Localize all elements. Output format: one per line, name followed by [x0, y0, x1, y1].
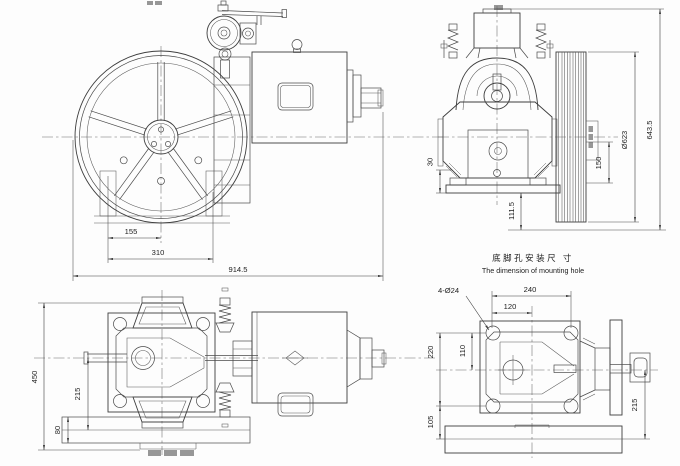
motor-flange [609, 319, 623, 416]
dim-111-5: 111.5 [507, 202, 516, 220]
gearbox-plate-plan [83, 312, 216, 413]
spring-bolt-left [440, 23, 459, 59]
side-view-dimensions: 30 111.5 150 Ø623 643.5 [426, 8, 666, 231]
mounting-hole-view: 底脚孔安装尺 寸 The dimension of mounting hole [426, 253, 658, 458]
shaft-plan [131, 346, 155, 370]
dim-914-5: 914.5 [228, 265, 247, 274]
dim-310: 310 [152, 248, 165, 257]
terminal-box-plan [277, 392, 314, 417]
wheel-spokes [88, 62, 234, 200]
brake-bolts-plan [205, 287, 258, 428]
plan-view: 450 215 80 [30, 287, 438, 456]
traction-sheave-wheel [74, 50, 248, 224]
lever-knob [281, 9, 287, 18]
dim-643-5: 643.5 [645, 120, 654, 139]
bearing-housing [455, 57, 539, 111]
dim-80: 80 [53, 426, 62, 434]
mounting-view-dimensions: 4-Ø24 240 120 110 220 105 215 [426, 285, 650, 440]
motor-nameplate [277, 82, 314, 111]
illegible-stamp [588, 134, 593, 140]
dim-220: 220 [426, 346, 435, 359]
motor-body [251, 39, 348, 144]
dim-4-holes: 4-Ø24 [438, 286, 459, 295]
dim-sheave-diameter: Ø623 [620, 131, 629, 150]
dim-120: 120 [504, 302, 517, 311]
side-view: 30 111.5 150 Ø623 643.5 [426, 5, 666, 231]
mounting-plate [479, 320, 581, 414]
dim-150: 150 [594, 157, 603, 170]
illegible-stamp [494, 5, 503, 10]
hole-leader-line [465, 295, 490, 331]
mounting-title-en: The dimension of mounting hole [482, 266, 584, 275]
mounting-base [444, 424, 623, 454]
illegible-stamp [148, 450, 161, 456]
base-channel [61, 416, 251, 456]
illegible-stamp [155, 1, 162, 5]
dim-105: 105 [426, 416, 435, 429]
dim-240: 240 [524, 285, 537, 294]
gearbox-housing [213, 56, 251, 204]
side-base [445, 177, 561, 194]
illegible-stamp [147, 1, 153, 5]
plan-view-dimensions: 450 215 80 [30, 302, 140, 451]
brake-release-assembly [206, 0, 287, 79]
illegible-stamp [180, 450, 194, 456]
foot-pad [629, 352, 651, 383]
front-view-dimensions: 155 310 914.5 [72, 112, 384, 281]
dim-155: 155 [125, 227, 138, 236]
dim-215-right: 215 [630, 399, 639, 412]
motor-plan [251, 311, 387, 417]
sheave-side [555, 51, 599, 223]
brake-bracket [239, 22, 257, 45]
spring-bolt-right [535, 23, 554, 59]
brake-handwheel [206, 15, 242, 51]
sheave-plan [132, 296, 193, 429]
mounting-hole [563, 398, 579, 414]
illegible-stamp [164, 450, 177, 456]
rope-guard-bracket [585, 120, 599, 161]
illegible-stamp [588, 126, 593, 132]
lifting-eye [291, 39, 303, 50]
wheel-hub [143, 119, 179, 155]
mounting-title-cn: 底脚孔安装尺 寸 [492, 253, 574, 263]
dim-110: 110 [458, 345, 467, 357]
dim-30: 30 [426, 158, 435, 166]
worm-shaft-bearing [483, 82, 511, 110]
illegible-stamp [588, 142, 593, 148]
front-view: 155 310 914.5 [42, 0, 444, 281]
machine-stand [94, 170, 230, 224]
dim-215: 215 [73, 388, 82, 401]
fan-cover-and-shaft [346, 69, 384, 123]
hub-and-shaft-end [579, 319, 651, 416]
gear-case [437, 101, 558, 179]
dim-450: 450 [30, 371, 39, 384]
